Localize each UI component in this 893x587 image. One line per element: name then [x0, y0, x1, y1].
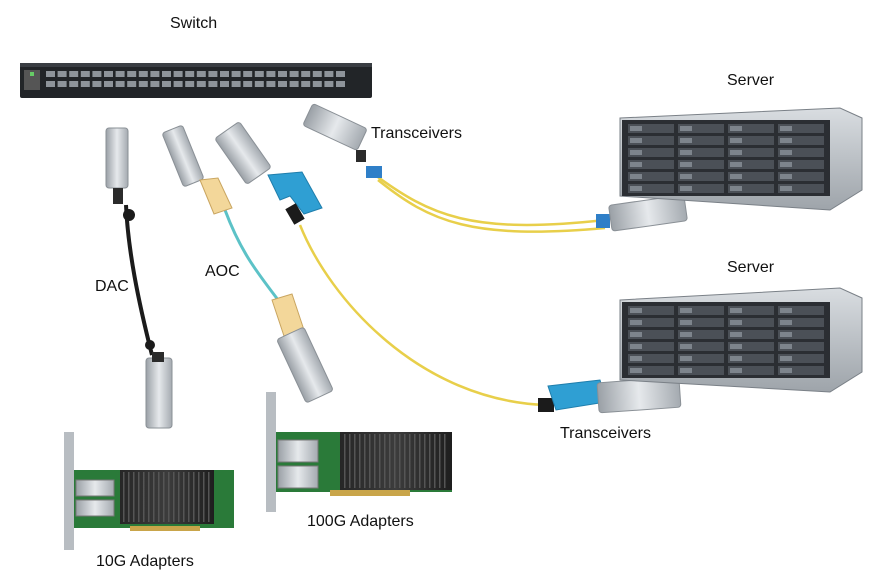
aoc-label: AOC — [205, 263, 240, 280]
server-bottom — [619, 287, 863, 393]
dac-label: DAC — [95, 278, 129, 295]
switch-ports — [46, 71, 345, 87]
fiber-cable-bottom — [298, 224, 546, 407]
server-top — [619, 107, 863, 211]
dac-module-top — [105, 127, 129, 204]
qsfp-transceiver-blue — [215, 122, 323, 225]
aoc-module-top — [162, 125, 233, 215]
dac-module-bottom — [145, 352, 173, 429]
aoc-module-bottom — [271, 293, 333, 403]
transceivers-label-bottom: Transceivers — [560, 425, 651, 442]
sfp-transceiver-top — [303, 103, 382, 178]
transceivers-label-top: Transceivers — [371, 125, 462, 142]
dac-cable — [124, 204, 154, 356]
fiber-cable-top — [374, 173, 606, 227]
adapters-100g-label: 100G Adapters — [307, 513, 414, 530]
switch-label: Switch — [170, 15, 218, 32]
sfp-transceiver-server — [596, 194, 688, 232]
adapters-10g-label: 10G Adapters — [96, 553, 194, 570]
aoc-cable — [223, 209, 284, 306]
switch-chassis — [20, 63, 372, 98]
adapter-100g-card — [266, 392, 452, 512]
adapter-10g-card — [64, 432, 234, 550]
server-label-top: Server — [727, 72, 775, 89]
server-label-bottom: Server — [727, 259, 775, 276]
qsfp-transceiver-bottom — [538, 376, 682, 414]
